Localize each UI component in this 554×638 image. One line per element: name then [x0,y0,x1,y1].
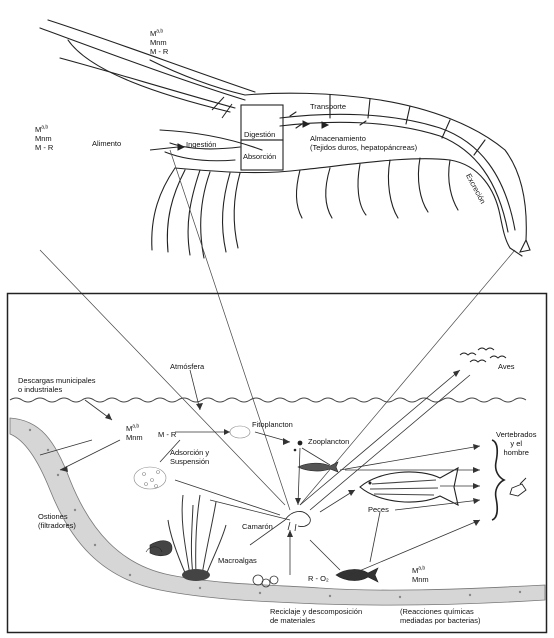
metal-label-bottom: Ma,b Mnm [412,566,429,584]
shrimp-rostrum [150,60,245,95]
small-fish-icon [298,462,338,472]
camaron-label: Camarón [242,522,273,531]
particle-cloud [134,467,166,489]
sediment-bed [10,418,545,605]
metal-label-left: Ma,b Mnm M - R [35,125,53,152]
oyster-icon [146,541,172,556]
shrimp-leg-2 [188,170,200,255]
aves-label: Aves [498,362,515,371]
shrimp-leg-3 [223,173,230,252]
birds-icon [460,348,506,362]
ostiones-label: Ostiones (filtradores) [38,512,76,530]
hand-icon [510,478,526,496]
macroalgas-label: Macroalgas [218,556,257,565]
reciclaje-label: Reciclaje y descomposición de materiales [270,607,362,625]
ecosystem-panel [8,294,547,633]
small-shrimp-icon [285,511,310,531]
vertebrados-label: Vertebrados y el hombre [496,430,536,457]
shrimp-tail-1 [520,240,530,252]
peces-label: Peces [368,505,389,514]
almacenamiento-label: Almacenamiento (Tejidos duros, hepatopán… [310,134,417,152]
metal-label-water: Ma,b Mnm [126,424,143,442]
mr-label-water: M - R [158,430,176,439]
zooplancton-label: Zooplancton [308,437,349,446]
ingestion-label: Ingestión [186,140,216,149]
r-o2-label: R - O₂ [308,574,329,583]
atmosfera-label: Atmósfera [170,362,204,371]
shrimp-leg-4 [296,170,302,218]
shrimp-gut [280,114,515,230]
bottom-fish-icon [336,568,378,582]
descargas-label: Descargas municipales o industriales [18,376,96,394]
transporte-label: Transporte [310,102,346,111]
zooplankton-icon [294,441,303,452]
shrimp-antenna-3 [60,58,235,108]
phyto-cloud [230,426,250,438]
digestion-label: Digestión [244,130,275,139]
shrimp-leg-1 [152,168,175,250]
algae-base [182,569,210,581]
fish-icon [360,468,458,505]
absorcion-label: Absorción [243,152,276,161]
shrimp-antenna-2 [40,28,245,100]
alimento-label: Alimento [92,139,121,148]
shrimp-body-top [245,93,526,240]
adsorcion-label: Adsorción y Suspensión [170,448,209,466]
shrimp-body-bottom [175,159,510,248]
reacciones-label: (Reacciones químicas mediadas por bacter… [400,607,480,625]
metal-label-top: Ma,b Mnm M - R [150,29,168,56]
fitoplancton-label: Fitoplancton [252,420,293,429]
shrimp-antenna-4 [68,40,230,112]
